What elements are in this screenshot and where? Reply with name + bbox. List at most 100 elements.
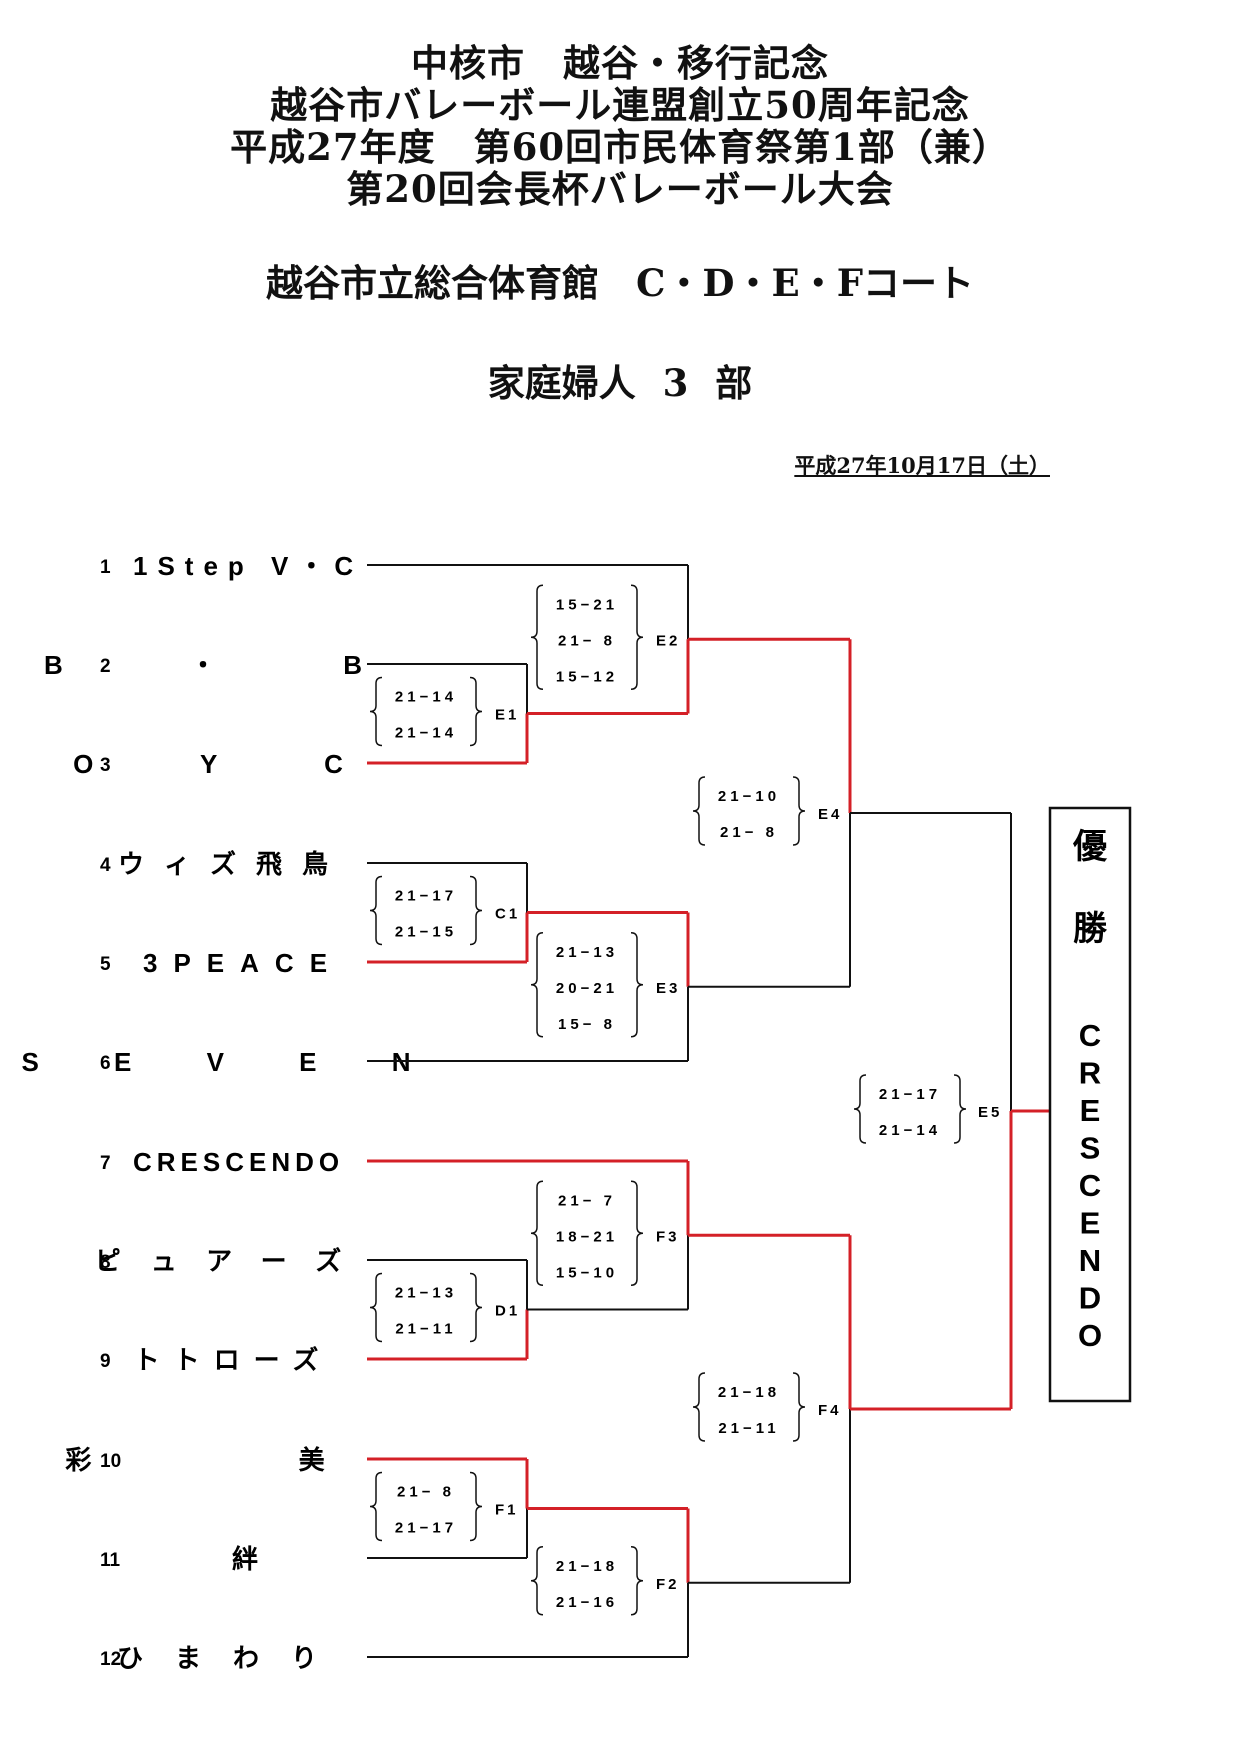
champion-name-letter: C [1079,1168,1101,1203]
match-score: 21−15 [395,924,457,941]
match-score: 21−17 [395,888,457,905]
score-brace-right [469,676,483,747]
match-score: 21−17 [395,1520,457,1537]
champion-name-letter: O [1078,1318,1102,1353]
score-brace-left [369,676,383,747]
match-score: 21− 8 [397,1484,455,1501]
team-name: 彩 美 [64,1445,424,1475]
match-score: 21−18 [556,1558,618,1575]
seed-number: 8 [100,1252,111,1273]
match-id: F1 [495,1502,519,1519]
score-brace-right [630,1546,644,1616]
score-brace-left [369,1272,383,1343]
score-brace-left [530,584,544,690]
seed-number: 1 [100,557,111,578]
seed-number: 4 [100,855,111,876]
score-brace-left [692,1372,706,1442]
team-name: B ・ B [44,650,422,680]
score-brace-left [369,1471,383,1542]
match-id: F2 [656,1576,680,1593]
match-id: E4 [818,806,842,823]
score-brace-left [530,932,544,1038]
match-id: D1 [495,1303,520,1320]
team-name: ひまわり [117,1643,349,1673]
team-name: O Y C [73,749,393,779]
score-brace-right [469,875,483,946]
score-brace-right [630,584,644,690]
score-brace-right [469,1272,483,1343]
team-name: S E V E N [21,1047,444,1077]
title-line: 平成27年度 第60回市民体育祭第1部（兼） [230,125,1010,169]
event-date: 平成27年10月17日（土） [794,453,1050,478]
seed-number: 10 [100,1451,121,1472]
match-score: 15−12 [556,668,618,685]
team-name: 絆 [232,1544,258,1574]
match-id: F3 [656,1228,680,1245]
champion-name-letter: N [1079,1243,1101,1278]
seed-number: 3 [100,755,111,776]
champion-name-letter: R [1079,1056,1101,1091]
score-brace-left [369,875,383,946]
score-brace-right [630,1180,644,1286]
score-brace-left [530,1180,544,1286]
match-score: 18−21 [556,1228,618,1245]
team-name: 3PEACE [143,948,343,978]
score-brace-right [469,1471,483,1542]
match-score: 21−13 [556,944,618,961]
match-score: 21−11 [718,1420,779,1437]
champion-name-letter: E [1080,1206,1101,1241]
match-score: 21− 7 [558,1192,616,1209]
score-brace-left [853,1074,867,1144]
champion-name-letter: C [1079,1018,1101,1053]
title-line: 中核市 越谷・移行記念 [411,41,829,85]
match-score: 15−21 [556,596,618,613]
match-score: 21−18 [718,1384,780,1401]
score-brace-right [792,776,806,846]
score-brace-right [953,1074,967,1144]
match-score: 20−21 [556,980,618,997]
title-line: 越谷市バレーボール連盟創立50周年記念 [270,83,970,127]
match-score: 21−14 [395,725,457,742]
champion-name-letter: D [1079,1281,1101,1316]
match-score: 21−14 [879,1122,941,1139]
match-score: 21−16 [556,1594,618,1611]
seed-number: 7 [100,1153,111,1174]
champion-box [1048,806,1132,1403]
match-id: E5 [978,1104,1002,1121]
seed-number: 11 [100,1550,121,1571]
champion-label: 勝 [1073,909,1108,949]
seed-number: 2 [100,656,111,677]
match-score: 15− 8 [558,1016,616,1033]
match-score: 21−14 [395,689,457,706]
venue-title: 越谷市立総合体育館 C・D・E・Fコート [265,261,974,305]
match-id: C1 [495,906,520,923]
team-name: CRESCENDO [133,1147,344,1177]
seed-number: 5 [100,954,111,975]
champion-name-letter: S [1080,1131,1101,1166]
champion-name-letter: E [1080,1093,1101,1128]
match-id: E3 [656,980,680,997]
score-brace-left [530,1546,544,1616]
match-score: 21− 8 [558,632,616,649]
match-id: E2 [656,632,680,649]
match-score: 21−17 [879,1086,941,1103]
seed-number: 6 [100,1053,111,1074]
match-score: 21− 8 [720,824,778,841]
score-brace-right [630,932,644,1038]
match-score: 21−13 [395,1285,457,1302]
match-score: 15−10 [556,1264,618,1281]
match-id: E1 [495,707,519,724]
seed-number: 9 [100,1351,111,1372]
team-name: ウィズ飛鳥 [118,849,348,879]
match-id: F4 [818,1402,842,1419]
event-title: 中核市 越谷・移行記念 越谷市バレーボール連盟創立50周年記念 平成27年度 第… [0,42,1240,210]
title-line: 第20回会長杯バレーボール大会 [346,167,894,211]
team-name: 1Step V・C [133,551,363,581]
match-score: 21−10 [718,788,780,805]
score-brace-left [692,776,706,846]
seed-number: 12 [100,1649,121,1670]
team-name: ピュアーズ [95,1246,372,1276]
match-score: 21−11 [395,1321,456,1338]
champion-label: 優 [1072,827,1108,867]
